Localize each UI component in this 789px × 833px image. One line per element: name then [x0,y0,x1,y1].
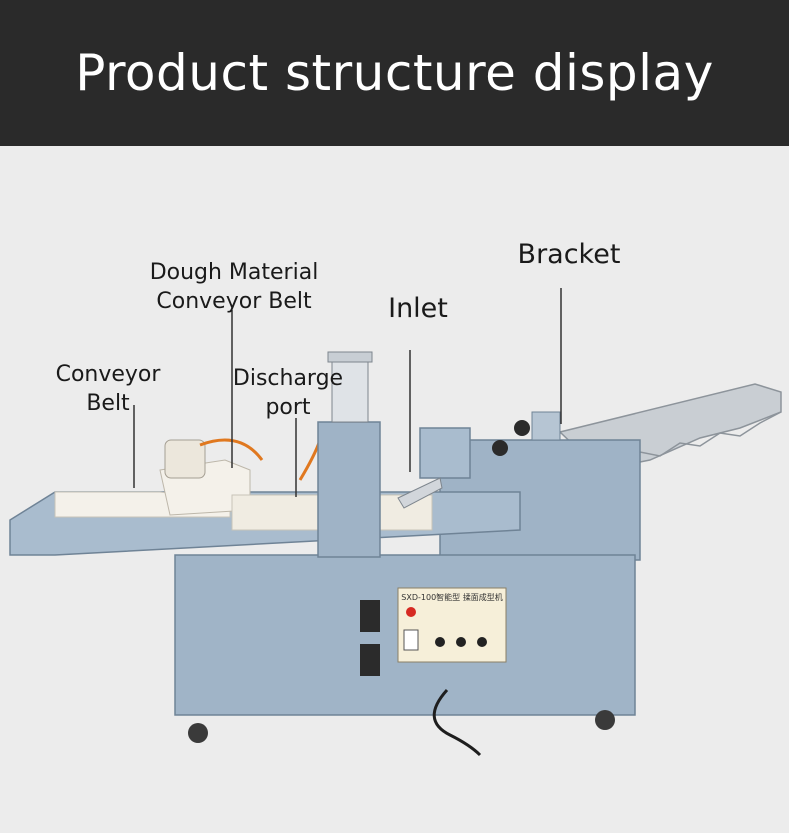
switch-plate [360,644,380,676]
hose [298,439,322,481]
switch-plate [360,600,380,632]
knob-icon [514,420,530,436]
label-inlet: Inlet [388,293,448,324]
power-cable [432,688,482,757]
dial-icon [435,637,445,647]
page-title: Product structure display [75,44,714,102]
air-cylinder [331,357,369,423]
roller [164,439,206,479]
dial-icon [477,637,487,647]
inlet-box [419,427,471,479]
breaker-switch [403,629,419,651]
control-panel-model: SXD-100智能型 揉面成型机 [401,592,502,602]
caster-wheel-icon [595,710,615,730]
label-dough-material: Dough Material Conveyor Belt [149,260,319,314]
header-banner: Product structure display [0,0,789,146]
caster-wheel-icon [188,723,208,743]
emergency-stop-icon [406,607,416,617]
cylinder-cap [327,351,373,363]
inlet-chute [397,477,443,509]
dial-icon [456,637,466,647]
bracket-mount [531,411,561,441]
hose [199,438,264,461]
knob-icon [492,440,508,456]
label-discharge-port: Discharge port [232,366,344,420]
label-bracket: Bracket [517,239,621,270]
center-column [317,421,381,558]
label-conveyor-belt: Conveyor Belt [55,362,161,416]
